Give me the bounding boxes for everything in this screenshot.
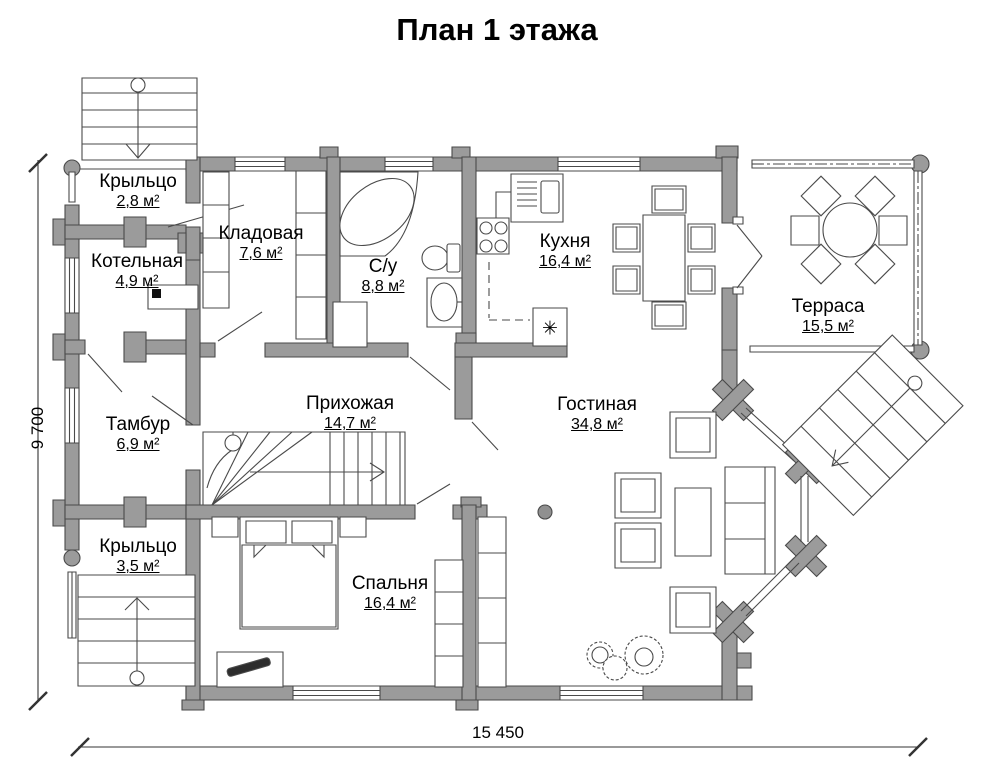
kitchen-fixtures: [477, 174, 567, 346]
stairs-bottom-porch: [78, 575, 195, 686]
room-label-hallway: Прихожая 14,7 м²: [306, 393, 394, 433]
toilet: [422, 246, 448, 270]
round-table: [823, 203, 877, 257]
staircase-hallway: [203, 432, 405, 505]
plant: [603, 656, 627, 680]
dimension-width-label: 15 450: [472, 723, 524, 742]
room-area: 14,7 м²: [324, 414, 376, 432]
stairs-bay: [783, 335, 963, 515]
room-name: Крыльцо: [99, 536, 177, 557]
room-area: 16,4 м²: [539, 252, 591, 270]
room-area: 15,5 м²: [802, 317, 854, 335]
room-label-living-room: Гостиная 34,8 м²: [557, 394, 637, 434]
room-area: 6,9 м²: [116, 435, 160, 453]
room-name: Терраса: [791, 296, 865, 317]
living-room-furniture: [538, 412, 775, 680]
room-area: 16,4 м²: [364, 594, 416, 612]
room-area: 2,8 м²: [116, 192, 160, 210]
bedroom-furniture: [212, 517, 506, 687]
pillow: [292, 521, 332, 543]
room-name: Спальня: [351, 573, 429, 594]
room-area: 4,9 м²: [115, 272, 159, 290]
room-label-kitchen: Кухня 16,4 м²: [539, 231, 591, 271]
bathroom-fixtures: [327, 165, 462, 347]
room-label-boiler: Котельная 4,9 м²: [91, 251, 183, 291]
room-name: Кухня: [539, 231, 591, 252]
tv: [226, 657, 271, 677]
room-area: 34,8 м²: [571, 415, 623, 433]
room-label-terrace: Терраса 15,5 м²: [792, 296, 865, 336]
boiler-unit: [148, 285, 198, 309]
room-area: 3,5 м²: [116, 557, 160, 575]
room-name: Прихожая: [305, 393, 395, 414]
page-title: План 1 этажа: [396, 12, 598, 47]
terrace-furniture: [791, 176, 907, 284]
room-name: Гостиная: [557, 394, 637, 415]
washing-machine: [333, 302, 367, 347]
room-name: Котельная: [91, 251, 183, 272]
fireplace-icon: ✳: [542, 318, 558, 340]
dining-set: [613, 186, 715, 329]
room-area: 7,6 м²: [239, 244, 283, 262]
dimension-height-label: 9 700: [28, 406, 47, 450]
room-label-porch-top: Крыльцо 2,8 м²: [99, 171, 177, 211]
dining-table: [643, 215, 685, 301]
room-label-vestibule: Тамбур 6,9 м²: [106, 414, 171, 454]
stairs-top-porch: [80, 78, 197, 169]
room-name: Крыльцо: [99, 171, 177, 192]
fireplace-box: [533, 308, 567, 346]
room-name: С/у: [368, 256, 398, 277]
room-label-bedroom: Спальня 16,4 м²: [352, 573, 428, 613]
windows: [65, 157, 808, 700]
pillow: [246, 521, 286, 543]
room-label-storage: Кладовая 7,6 м²: [218, 223, 303, 263]
room-area: 8,8 м²: [361, 277, 405, 295]
room-label-bathroom: С/у 8,8 м²: [361, 256, 404, 296]
closet: [478, 517, 506, 687]
room-label-porch-bottom: Крыльцо 3,5 м²: [99, 536, 177, 576]
room-name: Тамбур: [105, 414, 171, 435]
sofa: [725, 467, 775, 574]
nightstand: [340, 517, 366, 537]
dimension-lines: [29, 154, 927, 756]
room-name: Кладовая: [218, 223, 304, 244]
storage-shelves: [203, 171, 326, 339]
terrace-structure: [750, 160, 922, 352]
nightstand: [212, 517, 238, 537]
coffee-table: [675, 488, 711, 556]
